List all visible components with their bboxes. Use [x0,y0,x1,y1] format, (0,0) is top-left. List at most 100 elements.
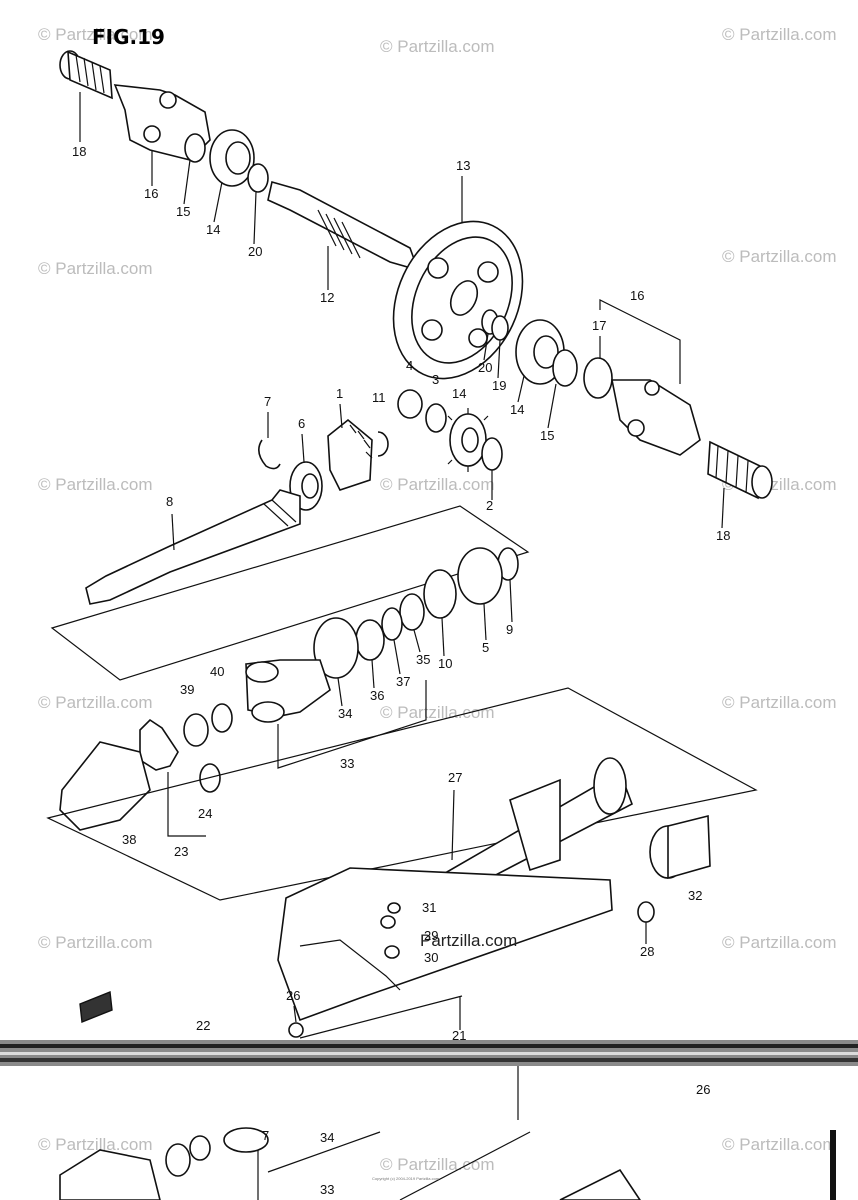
bearing-part-14 [515,319,565,385]
callout-8: 8 [166,494,173,509]
washer-part-40 [211,703,233,733]
callout-28: 28 [640,944,654,959]
bevel-gear-part-1 [327,418,373,491]
gear-part-14 [447,408,489,472]
watermark: © Partzilla.com [38,259,153,278]
callout-24: 24 [198,806,212,821]
callout-4: 4 [406,358,413,373]
upper-shaft-assembly [59,50,773,500]
callout-36: 36 [370,688,384,703]
callout-20: 20 [248,244,262,259]
spacer-part-19 [491,315,509,341]
callout-14: 14 [452,386,466,401]
callout-26: 26 [286,988,300,1003]
bearing-part-39 [183,713,209,747]
callout-21: 21 [452,1028,466,1043]
figure-title: FIG.19 [92,25,165,49]
watermark: © Partzilla.com [38,25,153,44]
seal-part-15 [552,349,578,387]
washer-part-37 [381,607,403,641]
callouts: 18 16 15 14 20 12 13 20 19 16 17 14 15 1… [72,144,730,1197]
watermark: © Partzilla.com [380,37,495,56]
callout-23: 23 [174,844,188,859]
watermark: © Partzilla.com [380,475,495,494]
callout-18: 18 [716,528,730,543]
washer-part-36 [355,619,385,661]
callout-22: 22 [196,1018,210,1033]
callout-16: 16 [630,288,644,303]
bracket-21 [299,995,463,1039]
boot-part-18 [59,50,113,100]
bracket-33 [277,680,427,769]
watermark: © Partzilla.com [722,1135,837,1154]
callout-7: 7 [262,1128,269,1143]
callout-13: 13 [456,158,470,173]
washer-part-29 [380,915,396,929]
front-arrow-icon [79,991,113,1023]
flange-part-34 [313,617,359,679]
washer-part-35 [399,593,425,631]
watermark: © Partzilla.com [38,933,153,952]
clip-part-26 [288,1022,304,1038]
callout-5: 5 [482,640,489,655]
callout-14: 14 [510,402,524,417]
callout-15: 15 [176,204,190,219]
u-joint-assembly [59,703,233,837]
yoke-part-38 [59,741,151,831]
callout-9: 9 [506,622,513,637]
watermark: © Partzilla.com [722,933,837,952]
washer-part-10 [423,569,457,619]
seal-part-15 [184,133,206,163]
leader-lines [79,92,725,1030]
circlip-part-20 [247,163,269,193]
callout-27: 27 [448,770,462,785]
housing-part-21 [277,867,655,1022]
callout-20: 20 [478,360,492,375]
callout-39: 39 [180,682,194,697]
callout-40: 40 [210,664,224,679]
callout-17: 17 [592,318,606,333]
ring-gear-part-13 [392,220,524,380]
callout-11: 11 [372,390,386,405]
shaft-part-8 [85,489,301,605]
callout-37: 37 [396,674,410,689]
middle-gear-group [85,389,503,605]
callout-6: 6 [298,416,305,431]
callout-1: 1 [336,386,343,401]
callout-33: 33 [340,756,354,771]
boot-part-18 [707,440,773,500]
copyright-text: Copyright (c) 2004-2019 Partzilla.com [372,1176,440,1181]
seal-part-17 [583,357,613,399]
scan-noise-band [0,1040,858,1066]
clip-part-11 [377,431,389,457]
callout-34: 34 [338,706,352,721]
nut-part-28 [637,901,655,923]
callout-35: 35 [416,652,430,667]
yoke-part-16 [611,379,701,456]
watermark: © Partzilla.com [380,703,495,722]
callout-29: 29 [424,928,438,943]
callout-3: 3 [432,372,439,387]
nut-part-30 [384,945,400,959]
bearing-part-5 [457,547,503,605]
boot-part-32 [649,814,711,880]
shim-part-2 [481,437,503,471]
yoke-part-33 [245,659,331,723]
callout-12: 12 [320,290,334,305]
cross-part-23 [139,718,179,771]
callout-31: 31 [422,900,436,915]
callout-7: 7 [264,394,271,409]
watermarks: © Partzilla.com © Partzilla.com © Partzi… [38,25,837,1174]
watermark: © Partzilla.com [722,25,837,44]
washer-stack [313,547,519,679]
bottom-partial-parts [59,1127,641,1200]
watermark: © Partzilla.com [38,1135,153,1154]
callout-16: 16 [144,186,158,201]
clip-part-7 [258,439,281,470]
housing-bracket [46,687,758,901]
group-bracket [50,505,530,681]
callout-18: 18 [72,144,86,159]
bearing-part-14 [209,129,255,187]
callout-26: 26 [696,1082,710,1097]
